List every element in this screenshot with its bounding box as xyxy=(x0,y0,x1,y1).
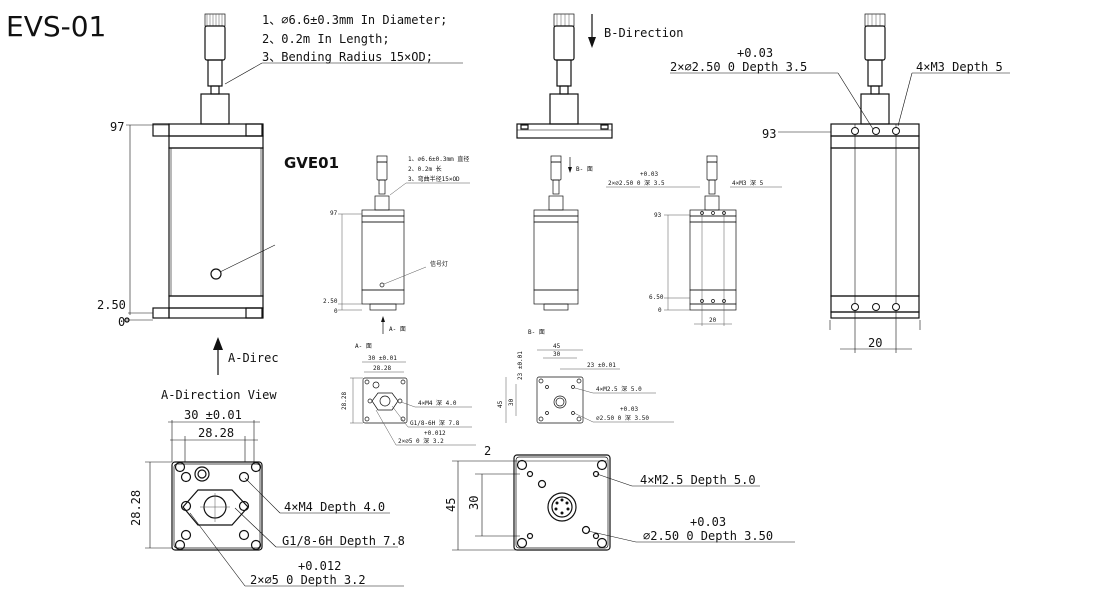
inset-a-view-title: A- 面 xyxy=(355,343,372,350)
inset-b-dim-23-v: 23 ±0.01 xyxy=(517,351,524,380)
inset-b-view-title: B- 面 xyxy=(528,329,545,336)
inset-note-1: 1、∅6.6±0.3mm 直径 xyxy=(408,155,469,163)
inset-dim-6-50: 6.50 xyxy=(649,294,664,301)
b-view-hole-note: ∅2.50 0 Depth 3.50 xyxy=(643,529,773,543)
inset-a-hole: 2×∅5 0 深 3.2 xyxy=(398,437,444,445)
inset-b-arrow: B- 面 xyxy=(576,166,593,173)
inset-b-hole: ∅2.50 0 深 3.50 xyxy=(596,414,649,422)
b-view-dim-45: 45 xyxy=(444,498,458,512)
b-view-dim-30: 30 xyxy=(467,496,481,510)
inset-dim-97: 97 xyxy=(330,210,338,217)
a-view-g18-note: G1/8-6H Depth 7.8 xyxy=(282,534,405,548)
inset-side-hole: 2×∅2.50 0 深 3.5 xyxy=(608,179,665,187)
b-direction-label: B-Direction xyxy=(604,26,683,40)
a-view-tol-plus: +0.012 xyxy=(298,559,341,573)
inset-a-dim-28-28: 28.28 xyxy=(373,365,391,372)
inset-side-tol: +0.03 xyxy=(640,171,658,178)
inset-note-2: 2、0.2m 长 xyxy=(408,165,442,173)
inset-title: GVE01 xyxy=(284,154,339,172)
inset-side-m3: 4×M3 深 5 xyxy=(732,179,764,187)
inset-dim-0: 0 xyxy=(334,308,338,315)
b-view-m25-note: 4×M2.5 Depth 5.0 xyxy=(640,473,756,487)
a-view-title: A-Direction View xyxy=(161,388,277,402)
inset-b-dim-45: 45 xyxy=(553,343,561,350)
signal-lamp-icon xyxy=(210,268,222,280)
inset-signal-lamp: 信号灯 xyxy=(430,260,448,268)
notes-block: 1、∅6.6±0.3mm In Diameter; 2、0.2m In Leng… xyxy=(224,13,463,85)
side-dim-93: 93 xyxy=(762,127,776,141)
a-view-hole-note: 2×∅5 0 Depth 3.2 xyxy=(250,573,366,587)
b-direction-bottom-view: 2 45 30 4×M2.5 Depth 5.0 +0.03 ∅2.50 0 D… xyxy=(444,444,795,551)
inset-b-dim-45-v: 45 xyxy=(497,400,504,408)
note-line-2: 2、0.2m In Length; xyxy=(262,32,390,46)
inset-a-tol: +0.012 xyxy=(424,430,446,437)
a-direction-arrow-icon xyxy=(213,337,223,350)
drawing-title: EVS-01 xyxy=(6,10,106,43)
front-dim-0: 0 xyxy=(118,315,125,329)
inset-b-tol: +0.03 xyxy=(620,406,638,413)
inset-dim-20: 20 xyxy=(709,317,717,324)
inset-b-dim-23: 23 ±0.01 xyxy=(587,362,616,369)
inset-a-dim-28-28-v: 28.28 xyxy=(341,392,348,410)
a-view-dim-28-28-v: 28.28 xyxy=(129,490,143,526)
inset-a-dim-30: 30 ±0.01 xyxy=(368,355,397,362)
inset-drawing: GVE01 1、∅6.6±0.3mm 直径 2、0.2m 长 3、弯曲半径15×… xyxy=(284,154,782,446)
side-tol-plus: +0.03 xyxy=(737,46,773,60)
note-line-1: 1、∅6.6±0.3mm In Diameter; xyxy=(262,13,447,27)
note-line-3: 3、Bending Radius 15×OD; xyxy=(262,50,433,64)
inset-dim-0b: 0 xyxy=(658,307,662,314)
side-m3-note: 4×M3 Depth 5 xyxy=(916,60,1003,74)
inset-b-dim-30-v: 30 xyxy=(508,398,515,406)
side-dim-20: 20 xyxy=(868,336,882,350)
b-direction-arrow-icon xyxy=(588,37,596,48)
a-view-dim-30: 30 ±0.01 xyxy=(184,408,242,422)
svg-text:2: 2 xyxy=(484,444,491,458)
a-view-dim-28-28: 28.28 xyxy=(198,426,234,440)
side-hole-note: 2×∅2.50 0 Depth 3.5 xyxy=(670,60,807,74)
front-dim-2-50: 2.50 xyxy=(97,298,126,312)
b-view-tol-plus: +0.03 xyxy=(690,515,726,529)
side-view: +0.03 2×∅2.50 0 Depth 3.5 4×M3 Depth 5 9… xyxy=(670,13,1010,353)
inset-a-arrow: A- 面 xyxy=(389,326,406,333)
a-direction-arrow-label: A-Direc xyxy=(228,351,279,365)
inset-a-g18: G1/8-6H 深 7.8 xyxy=(410,419,460,427)
a-direction-view: A-Direction View 30 ±0.01 28.28 28.28 4×… xyxy=(129,388,405,587)
a-view-m4-note: 4×M4 Depth 4.0 xyxy=(284,500,385,514)
inset-b-dim-30: 30 xyxy=(553,351,561,358)
front-view: 97 2.50 0 A-Direc xyxy=(97,13,279,375)
inset-dim-2-50: 2.50 xyxy=(323,298,338,305)
inset-a-m4: 4×M4 深 4.0 xyxy=(418,399,457,407)
b-direction-view: B-Direction xyxy=(516,13,683,139)
inset-note-3: 3、弯曲半径15×OD xyxy=(408,175,460,183)
inset-dim-93: 93 xyxy=(654,212,662,219)
inset-b-m25: 4×M2.5 深 5.0 xyxy=(596,385,642,393)
front-dim-97: 97 xyxy=(110,120,124,134)
